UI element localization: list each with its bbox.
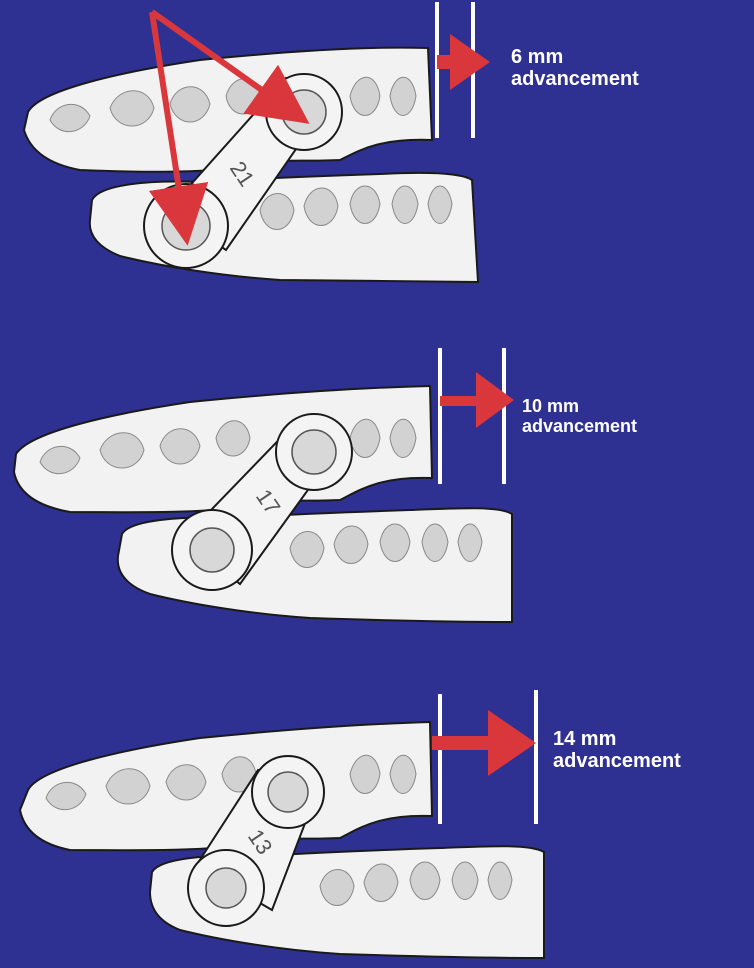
advancement-caption: advancement <box>553 750 681 772</box>
panel-14mm: 13 <box>20 690 544 958</box>
advancement-value: 10 mm <box>522 396 637 416</box>
advancement-label-14mm: 14 mm advancement <box>553 728 681 772</box>
advancement-value: 14 mm <box>553 728 681 750</box>
upper-tray <box>14 386 432 512</box>
advancement-arrow <box>432 710 536 776</box>
advancement-arrow <box>437 34 490 90</box>
advancement-caption: advancement <box>522 416 637 436</box>
advancement-label-10mm: 10 mm advancement <box>522 396 637 436</box>
advancement-value: 6 mm <box>511 46 639 68</box>
panel-10mm: 17 <box>14 348 514 622</box>
advancement-label-6mm: 6 mm advancement <box>511 46 639 90</box>
advancement-caption: advancement <box>511 68 639 90</box>
panel-6mm: 21 <box>24 2 490 282</box>
